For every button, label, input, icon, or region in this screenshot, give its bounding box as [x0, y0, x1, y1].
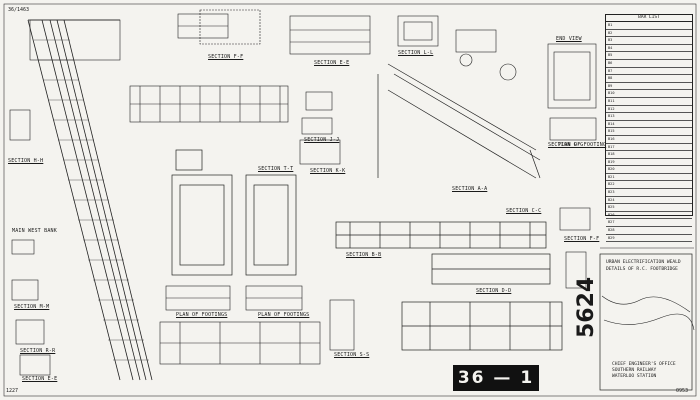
bar-schedule-row: B23: [606, 189, 692, 197]
label-section-bb: SECTION B-B: [346, 252, 382, 258]
corner-ref-bottom-right: 0953: [676, 388, 689, 394]
left-detail-blocks: [9, 109, 51, 376]
bar-schedule-row: B22: [606, 181, 692, 190]
office-line-1: CHIEF ENGINEER'S OFFICE: [612, 362, 676, 367]
label-plan-footings-2: PLAN OF FOOTINGS: [258, 312, 310, 318]
label-main-west-bank: MAIN WEST BANK: [12, 228, 57, 234]
corner-ref-bottom-left: 1227: [6, 388, 19, 394]
label-plan-footing: PLAN OF FOOTING: [558, 142, 607, 148]
pier-elevation-right: [245, 174, 297, 276]
label-end-view: END VIEW: [556, 36, 582, 42]
label-section-tt: SECTION T-T: [258, 166, 294, 172]
label-section-ee: SECTION E-E: [314, 60, 350, 66]
staircase-elevation: [377, 63, 541, 179]
bar-schedule-row: B24: [606, 197, 692, 205]
bar-schedule-row: B5: [606, 52, 692, 60]
bar-schedule-row: B16: [606, 136, 692, 144]
plan-footings-1: [165, 285, 231, 311]
bar-schedule-row: B27: [606, 219, 692, 228]
bar-schedule-row: B9: [606, 83, 692, 91]
long-section-stirrups: [34, 39, 149, 361]
label-section-rr: SECTION R-R: [20, 348, 56, 354]
lower-beam-elevation: [159, 321, 321, 365]
landing-section: [547, 43, 597, 141]
label-section-ee-2: SECTION E-E: [22, 376, 58, 382]
office-line-2: SOUTHERN RAILWAY: [612, 368, 657, 373]
label-section-jj: SECTION J-J: [304, 137, 340, 143]
label-section-gg: SECTION G-G: [548, 142, 584, 148]
section-dd-elevation: [431, 253, 551, 285]
bar-schedule-row: B13: [606, 113, 692, 121]
bar-schedule-row: B3: [606, 37, 692, 45]
bar-schedule-row: B14: [606, 121, 692, 129]
label-plan-footings-1: PLAN OF FOOTINGS: [176, 312, 228, 318]
pier-elevation-left: [171, 149, 233, 276]
section-ee-detail: [289, 15, 371, 55]
bar-schedule-row: B10: [606, 90, 692, 98]
bar-schedule-row: B4: [606, 45, 692, 53]
lower-long-section: [401, 301, 563, 351]
bar-schedule-row: B28: [606, 227, 692, 235]
bar-schedule-row: B29: [606, 235, 692, 243]
bar-schedule-row: B12: [606, 106, 692, 114]
bar-schedule-row: B21: [606, 174, 692, 182]
bar-schedule-row: B19: [606, 159, 692, 167]
label-section-hh: SECTION H-H: [8, 158, 44, 164]
label-section-kk: SECTION K-K: [310, 168, 346, 174]
label-section-ll: SECTION L-L: [398, 50, 434, 56]
bar-schedule-row: B18: [606, 151, 692, 159]
bar-schedule-row: B26: [606, 212, 692, 220]
plan-footings-2: [245, 285, 303, 311]
bar-schedule-row: B6: [606, 60, 692, 68]
bar-schedule-row: B7: [606, 68, 692, 76]
bar-schedule-row: B2: [606, 30, 692, 38]
bar-schedule-row: B17: [606, 144, 692, 152]
bar-schedule-row: B11: [606, 98, 692, 106]
beam-elevation-top: [129, 85, 289, 123]
section-ll-detail: [397, 15, 439, 47]
title-line-2: DETAILS OF R.C. FOOTBRIDGE: [606, 267, 678, 272]
bar-schedule-head: BAR LIST: [606, 15, 692, 22]
bar-schedule-row: B15: [606, 128, 692, 136]
title-line-1: URBAN ELECTRIFICATION WEALD: [606, 260, 681, 265]
section-kk-jj: [299, 91, 341, 165]
small-section-right: [329, 207, 591, 351]
bearing-detail: [455, 29, 517, 81]
drawing-number: 5624: [574, 276, 599, 338]
section-ff-detail: [177, 9, 261, 45]
label-section-dd: SECTION D-D: [476, 288, 512, 294]
section-bb-elevation: [335, 221, 547, 249]
label-section-ff: SECTION F-F: [208, 54, 244, 60]
bar-schedule-row: B8: [606, 75, 692, 83]
corner-ref-top-left: 36/1463: [8, 7, 30, 13]
bar-schedule-row: B20: [606, 166, 692, 174]
sheet-number-plate: 36 — 1: [453, 365, 539, 391]
label-section-aa: SECTION A-A: [452, 186, 488, 192]
bar-schedule-row: B1: [606, 22, 692, 30]
location-sketch: [601, 295, 695, 331]
label-section-cc: SECTION C-C: [506, 208, 542, 214]
label-section-ff-2: SECTION F-F: [564, 236, 600, 242]
label-section-mm: SECTION M-M: [14, 304, 50, 310]
office-line-3: WATERLOO STATION: [612, 374, 657, 379]
label-section-ss: SECTION S-S: [334, 352, 370, 358]
bar-schedule-row: B25: [606, 204, 692, 212]
